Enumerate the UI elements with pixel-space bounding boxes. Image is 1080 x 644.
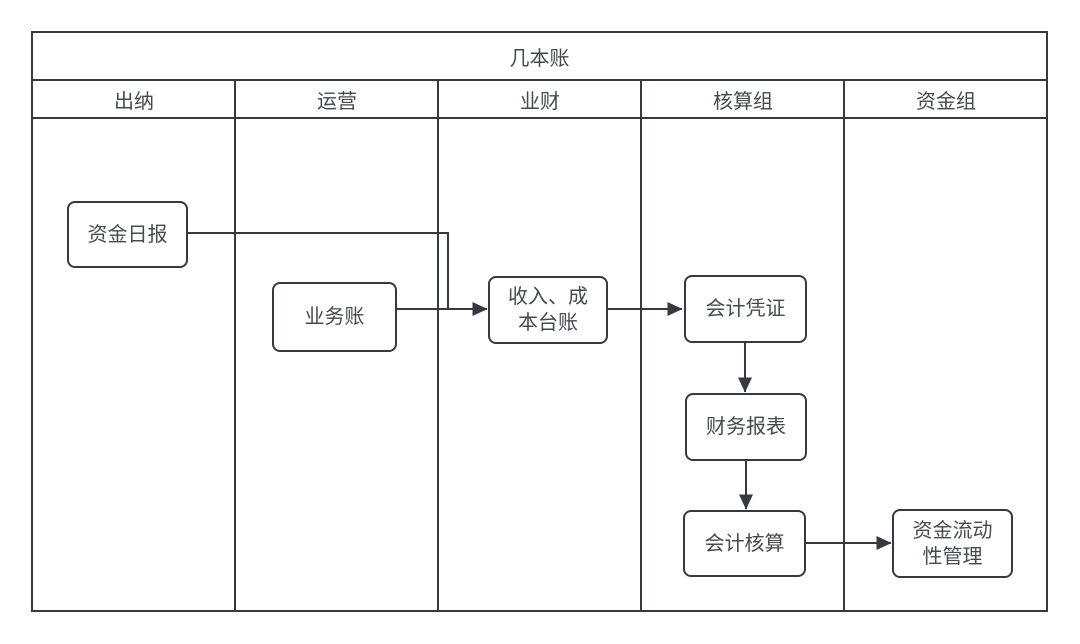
node-fund-liquidity-management: 资金流动 性管理 bbox=[892, 509, 1013, 578]
swimlane-frame bbox=[31, 31, 1048, 612]
edge-fund-daily-report-to-revenue-cost-ledger bbox=[188, 232, 449, 309]
lane-header-business-finance: 业财 bbox=[520, 90, 560, 113]
node-revenue-cost-ledger: 收入、成 本台账 bbox=[488, 276, 608, 344]
node-fund-daily-report: 资金日报 bbox=[67, 201, 188, 268]
lane-header-cashier: 出纳 bbox=[114, 90, 154, 113]
node-accounting-calculation: 会计核算 bbox=[683, 510, 806, 577]
node-business-ledger: 业务账 bbox=[272, 282, 397, 352]
node-financial-statements: 财务报表 bbox=[685, 393, 807, 461]
node-accounting-voucher: 会计凭证 bbox=[684, 275, 807, 343]
diagram-title: 几本账 bbox=[509, 47, 570, 70]
lane-header-operations: 运营 bbox=[317, 90, 357, 113]
lane-header-funds-group: 资金组 bbox=[916, 90, 976, 113]
lane-header-accounting-group: 核算组 bbox=[713, 90, 773, 113]
